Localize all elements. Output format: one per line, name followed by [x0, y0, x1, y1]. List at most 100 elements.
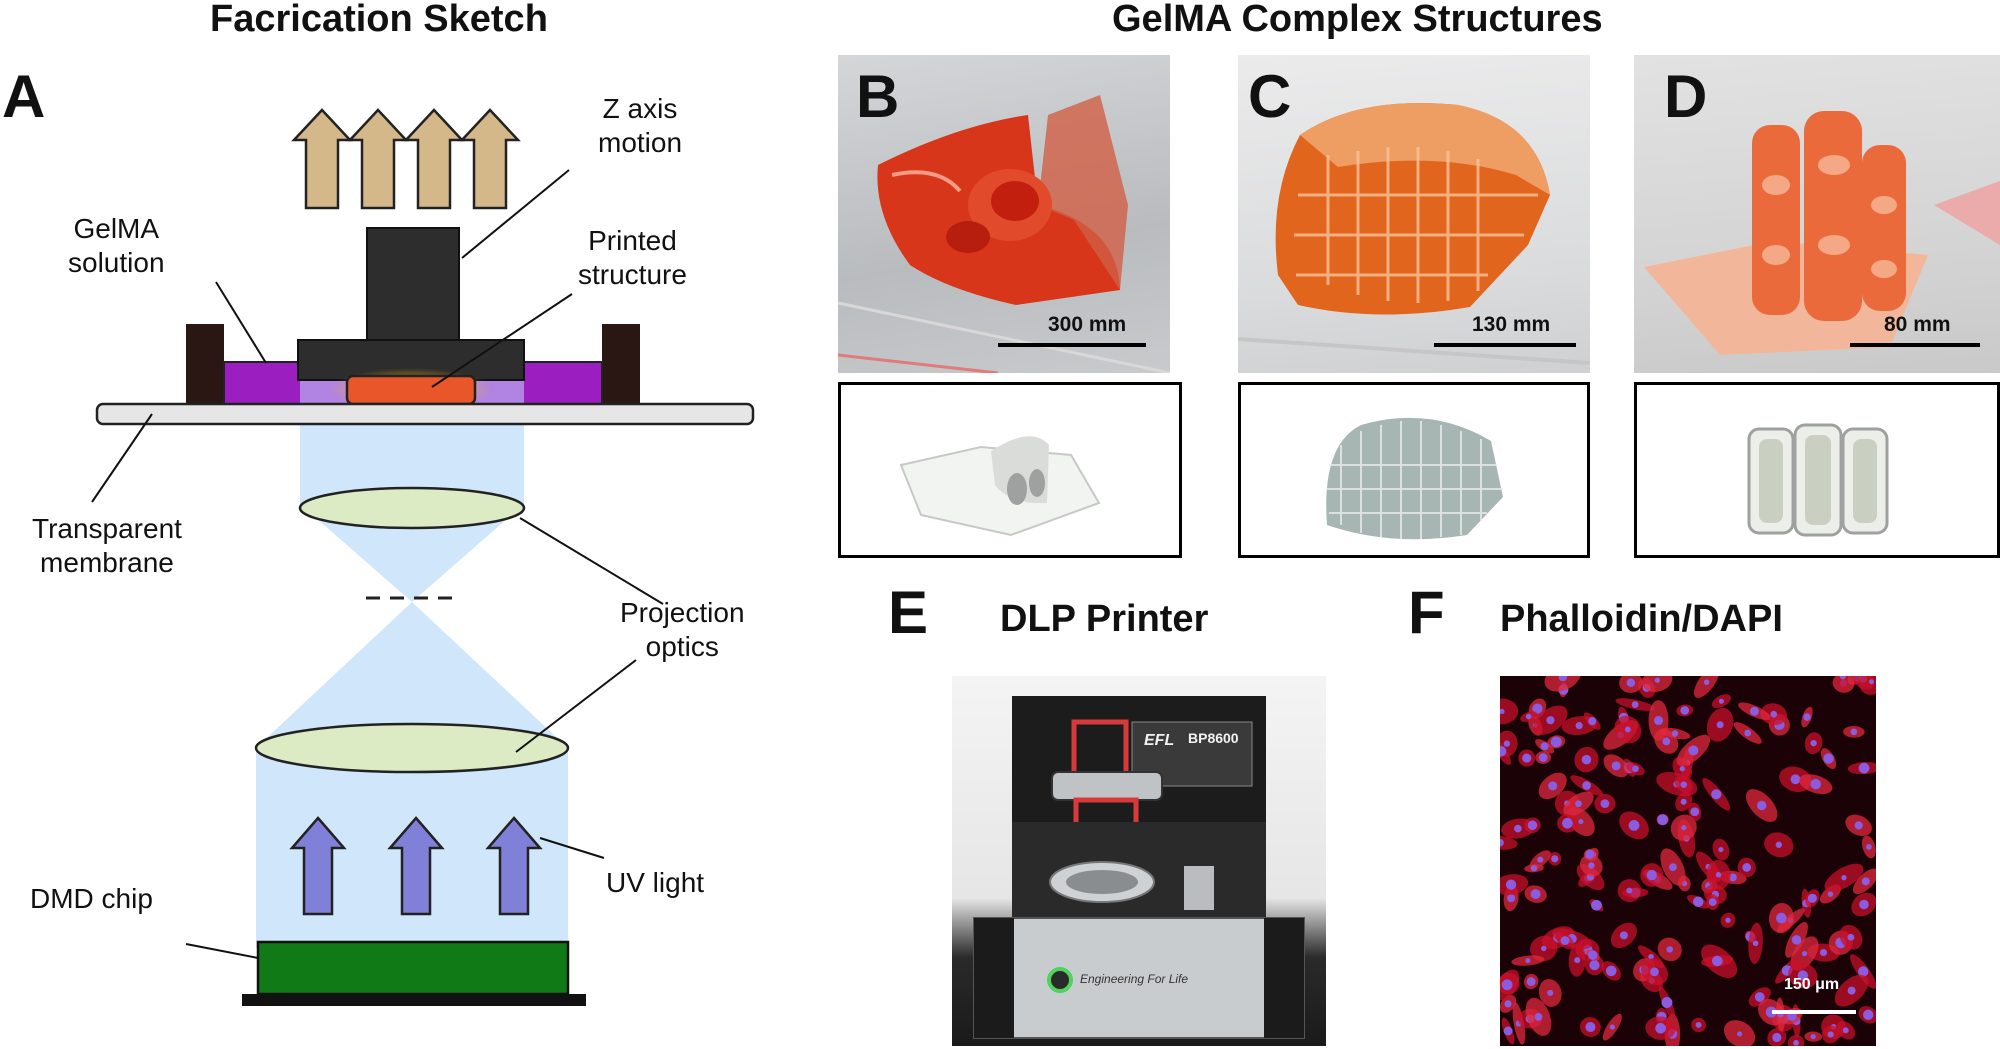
cell-nucleus	[1657, 814, 1669, 826]
cell-nucleus	[1505, 879, 1517, 890]
uv-arrows	[289, 816, 543, 916]
cell-nucleus	[1842, 1027, 1849, 1034]
cell-nucleus	[1680, 706, 1690, 715]
cell-nucleus	[1522, 753, 1532, 763]
scale-bar-b	[998, 343, 1146, 347]
cell-nucleus	[1742, 863, 1752, 872]
cell-nucleus	[1803, 713, 1811, 721]
up-arrow-4	[459, 108, 521, 210]
cell-nucleus	[1847, 933, 1855, 941]
cell-nucleus	[1680, 798, 1687, 805]
cell-nucleus	[1718, 846, 1724, 853]
leader-lines	[91, 169, 664, 959]
cell-nucleus	[1810, 778, 1822, 790]
scaffold-d	[1752, 111, 1906, 321]
cell-nucleus	[1581, 754, 1592, 765]
cell-nucleus	[1770, 710, 1778, 718]
cell-nucleus	[1550, 736, 1562, 748]
cell-nucleus	[1681, 825, 1687, 831]
cell-nucleus	[1718, 698, 1724, 704]
lens-upper	[298, 486, 526, 530]
cell-nucleus	[1868, 679, 1874, 685]
scale-bar-f	[1772, 1010, 1856, 1014]
cell-nucleus	[1857, 966, 1869, 977]
cell-nucleus	[1548, 781, 1558, 791]
cell-nucleus	[1600, 799, 1610, 809]
cell-nucleus	[1680, 781, 1688, 788]
cell-nucleus	[1708, 898, 1717, 907]
cell-nucleus	[1560, 936, 1570, 945]
cell-nucleus	[1532, 703, 1543, 714]
cell-nucleus	[1500, 708, 1505, 715]
panel-b-letter: B	[856, 63, 900, 130]
cad-model-b	[838, 382, 1182, 558]
cell-nucleus	[1558, 676, 1568, 682]
panel-e-title: DLP Printer	[1000, 598, 1209, 640]
cell-nucleus	[1703, 679, 1710, 685]
cell-nucleus	[1585, 1022, 1596, 1033]
cell-nucleus	[1666, 946, 1674, 953]
cell-nucleus	[1650, 967, 1659, 977]
cell-nucleus	[1500, 838, 1504, 847]
uv-arrow-1	[289, 816, 347, 916]
cell-nucleus	[1752, 940, 1759, 947]
cad-model-c	[1238, 382, 1590, 558]
cell-nucleus	[1578, 819, 1584, 825]
uv-arrow-3	[485, 816, 543, 916]
cell-nucleus	[1661, 997, 1673, 1008]
cell-nucleus	[1715, 872, 1722, 878]
cell-nucleus	[1562, 817, 1573, 829]
cell-nucleus	[1695, 1022, 1702, 1028]
vat-wall-left	[186, 324, 224, 404]
cell-nucleus	[1525, 958, 1531, 964]
printer-brand: EFL	[1144, 732, 1175, 749]
lens-lower	[254, 722, 570, 774]
cell-nucleus	[1551, 855, 1559, 863]
vat-wall-right	[602, 324, 640, 404]
cell-nucleus	[1854, 821, 1863, 830]
cell-nucleus	[1500, 746, 1507, 757]
cell-nucleus	[1725, 917, 1731, 923]
cell-nucleus	[1744, 729, 1752, 737]
z-stage-rod	[366, 227, 460, 341]
cell-nucleus	[1605, 965, 1617, 977]
cell-nucleus	[1859, 899, 1869, 910]
transparent-membrane	[95, 402, 755, 426]
z-axis-arrows	[291, 108, 521, 210]
dmd-chip	[256, 940, 570, 996]
cell-nucleus	[1646, 869, 1657, 881]
cell-nucleus	[1628, 819, 1640, 831]
cell-nucleus	[1588, 717, 1597, 726]
fabrication-sketch	[91, 108, 755, 1006]
cell-nucleus	[1591, 899, 1602, 911]
cell-nucleus	[1776, 912, 1787, 924]
cell-body	[1723, 1020, 1756, 1046]
cell-nucleus	[1501, 979, 1513, 991]
cell-nucleus	[1690, 807, 1700, 817]
cell-nucleus	[1504, 1000, 1512, 1008]
cell-nucleus	[1839, 676, 1846, 680]
cell-nucleus	[1611, 761, 1621, 771]
cell-nucleus	[1588, 862, 1595, 869]
panel-e-letter: E	[888, 579, 929, 646]
scale-bar-d	[1850, 343, 1980, 347]
cell-nucleus	[1716, 721, 1724, 729]
cell-nucleus	[1575, 800, 1582, 808]
cell-nucleus	[1538, 753, 1548, 762]
cell-nucleus	[1810, 1034, 1816, 1040]
scale-label-d: 80 mm	[1884, 313, 1951, 336]
cell-nucleus	[1526, 977, 1536, 987]
photo-b: 300 mm	[838, 55, 1170, 373]
up-arrow-1	[291, 108, 353, 210]
cell-nucleus	[1546, 716, 1555, 725]
panel-c-letter: C	[1248, 63, 1292, 130]
cell-nucleus	[1801, 950, 1808, 957]
gelma-title: GelMA Complex Structures	[1112, 0, 1603, 40]
cell-nucleus	[1626, 887, 1633, 894]
cell-nucleus	[1624, 726, 1631, 733]
